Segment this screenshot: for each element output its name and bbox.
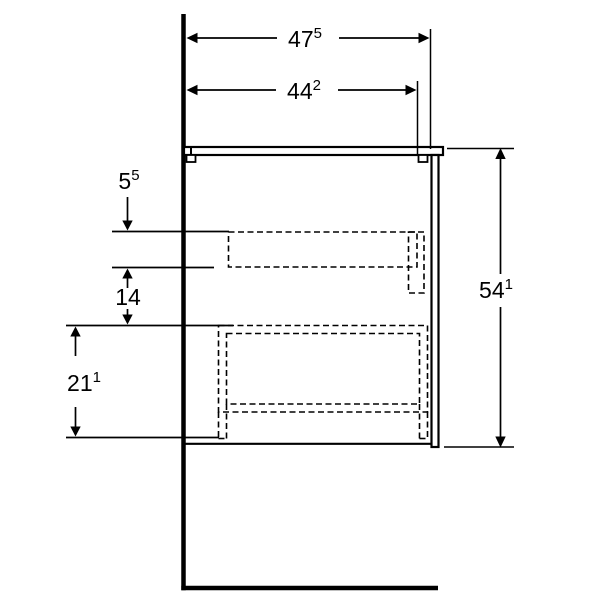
cabinet-body <box>182 145 445 449</box>
lower-drawer <box>217 324 429 440</box>
upper-drawer-outline <box>227 231 418 268</box>
dimension-left-middle: 14 <box>115 284 141 325</box>
dimension-right-height: 541 <box>444 147 526 448</box>
dim-left-bottom-label: 211 <box>67 369 101 396</box>
dimension-top-inner: 442 <box>186 72 419 155</box>
lower-drawer-inner-outline <box>225 332 421 405</box>
arrowhead-up <box>495 148 506 159</box>
dimension-left-top-offset: 55 <box>118 167 140 288</box>
label-bg <box>276 72 338 106</box>
arrowhead-down <box>122 220 133 231</box>
right-rail-detail <box>417 154 429 163</box>
countertop <box>182 145 445 157</box>
left-reference-lines <box>66 230 233 439</box>
wall-and-floor <box>181 14 438 591</box>
front-panel <box>430 153 440 449</box>
arrowhead-up <box>122 268 133 279</box>
lower-drawer-outer-outline <box>217 324 429 413</box>
dim-top-outer-label: 475 <box>288 25 322 52</box>
label-bg <box>277 20 339 54</box>
arrowhead-down <box>495 436 506 448</box>
upper-drawer <box>227 231 425 294</box>
arrowhead-down <box>70 426 81 437</box>
dimension-left-bottom: 211 <box>67 326 101 437</box>
dim-right-height-label: 541 <box>479 276 513 303</box>
label-bg <box>472 274 526 307</box>
left-rail-detail <box>185 154 197 163</box>
arrowhead-down <box>122 314 133 325</box>
arrowhead-up <box>70 326 81 337</box>
dim-top-inner-label: 442 <box>287 77 321 104</box>
arrowhead-left <box>186 32 198 44</box>
arrowhead-left <box>186 84 198 96</box>
dim-left-top-offset-label: 55 <box>118 167 139 194</box>
arrowhead-right <box>418 32 430 44</box>
arrowhead-right <box>405 84 417 96</box>
dimension-top-outer: 475 <box>186 20 432 149</box>
dim-left-middle-label: 14 <box>115 284 141 310</box>
